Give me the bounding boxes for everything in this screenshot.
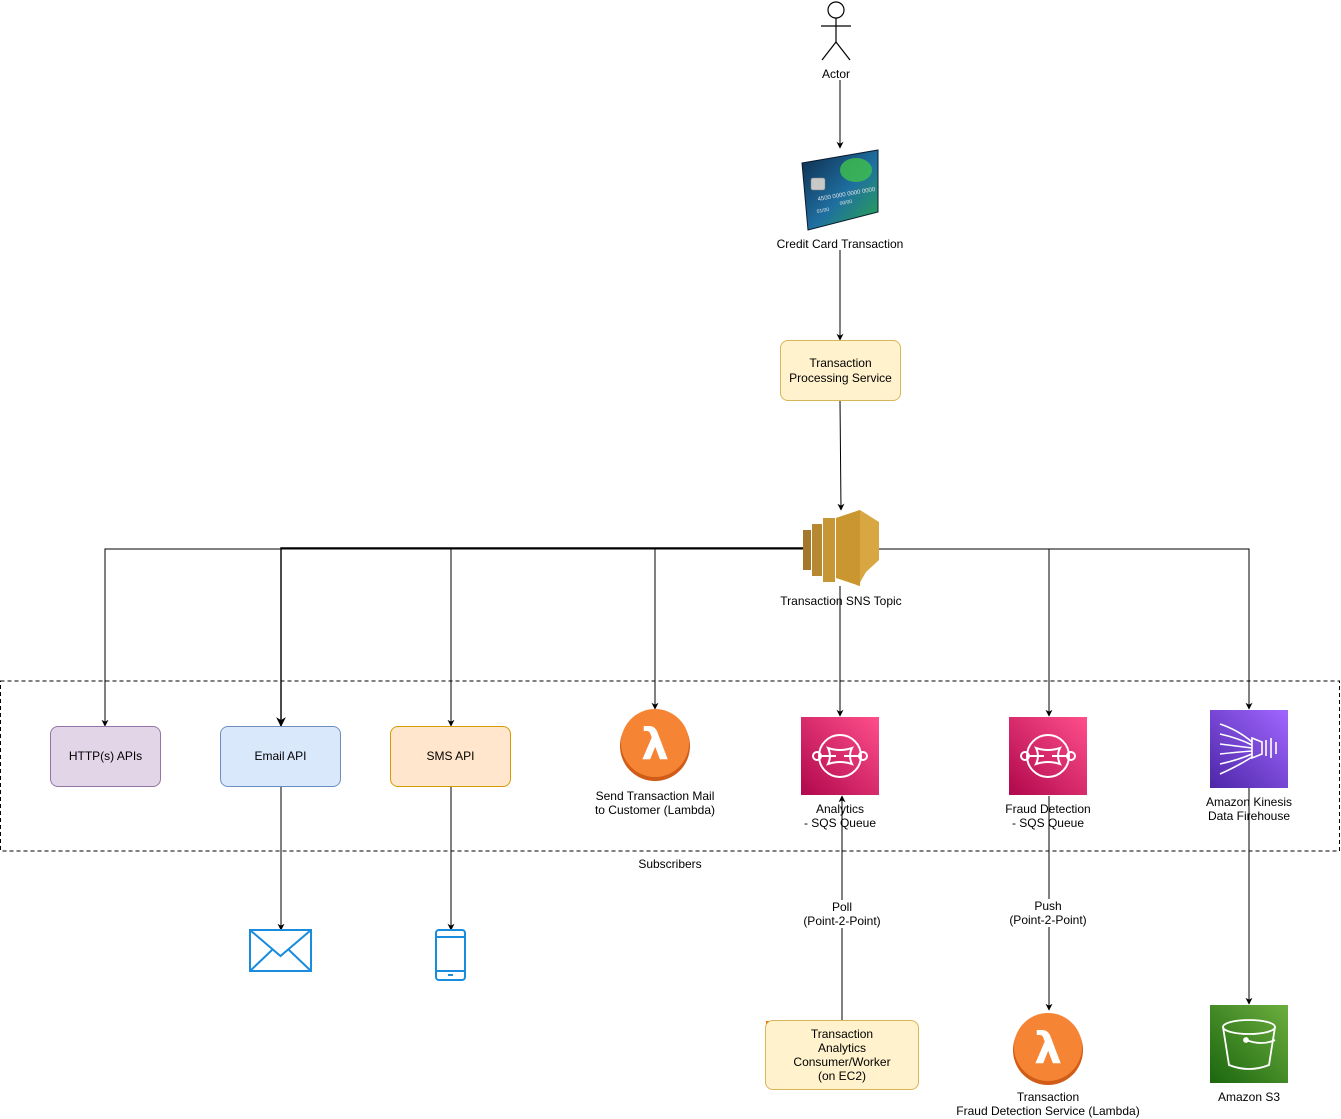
http-apis-box: HTTP(s) APIs <box>50 726 161 787</box>
s3-bucket-icon <box>1210 1005 1288 1083</box>
sqs-analytics-icon <box>801 717 879 795</box>
push-edge-label: Push (Point-2-Point) <box>998 899 1098 927</box>
lambda-mail-label: Send Transaction Mail to Customer (Lambd… <box>594 789 716 817</box>
sqs-fraud-icon <box>1009 717 1087 795</box>
fraud-lambda-label: Transaction Fraud Detection Service (Lam… <box>956 1090 1140 1118</box>
edge-sns-email <box>276 547 805 727</box>
edge-sns-fraud <box>878 548 1053 717</box>
kinesis-label: Amazon Kinesis Data Firehouse <box>1205 795 1293 823</box>
analytics-queue-label: Analytics - SQS Queue <box>803 802 877 830</box>
credit-card-icon: 4500 0000 0000 0000 01/00 00/00 <box>801 149 879 231</box>
actor-icon <box>821 1 851 61</box>
sms-api-box: SMS API <box>390 726 511 787</box>
lambda-mail-icon: λ <box>620 709 690 781</box>
actor-label: Actor <box>821 67 850 81</box>
subscribers-label: Subscribers <box>638 857 702 871</box>
credit-card-label: Credit Card Transaction <box>776 237 904 251</box>
svg-text:λ: λ <box>641 719 669 770</box>
card-expiry: 01/00 <box>816 207 830 215</box>
transaction-processing-service: Transaction Processing Service <box>780 340 901 401</box>
card-name: 00/00 <box>839 199 853 207</box>
edge-processing-sns <box>837 399 845 511</box>
poll-edge-label: Poll (Point-2-Point) <box>792 900 892 928</box>
analytics-worker-box: Transaction Analytics Consumer/Worker (o… <box>765 1020 919 1090</box>
kinesis-firehose-icon <box>1210 710 1288 788</box>
sns-topic-icon <box>803 510 879 586</box>
s3-label: Amazon S3 <box>1217 1090 1281 1104</box>
lambda-fraud-icon: λ <box>1013 1013 1083 1085</box>
sns-topic-label: Transaction SNS Topic <box>780 594 902 608</box>
email-api-box: Email API <box>220 726 341 787</box>
edge-sns-sms <box>447 547 805 727</box>
mail-icon <box>249 929 312 972</box>
edge-sns-http <box>101 548 805 727</box>
fraud-queue-label: Fraud Detection - SQS Queue <box>1005 802 1091 830</box>
svg-text:λ: λ <box>1034 1023 1062 1074</box>
edge-sns-lambda <box>651 547 805 710</box>
phone-icon <box>435 929 466 981</box>
subscribers-group <box>0 680 1340 852</box>
edge-sns-kinesis <box>878 548 1253 710</box>
